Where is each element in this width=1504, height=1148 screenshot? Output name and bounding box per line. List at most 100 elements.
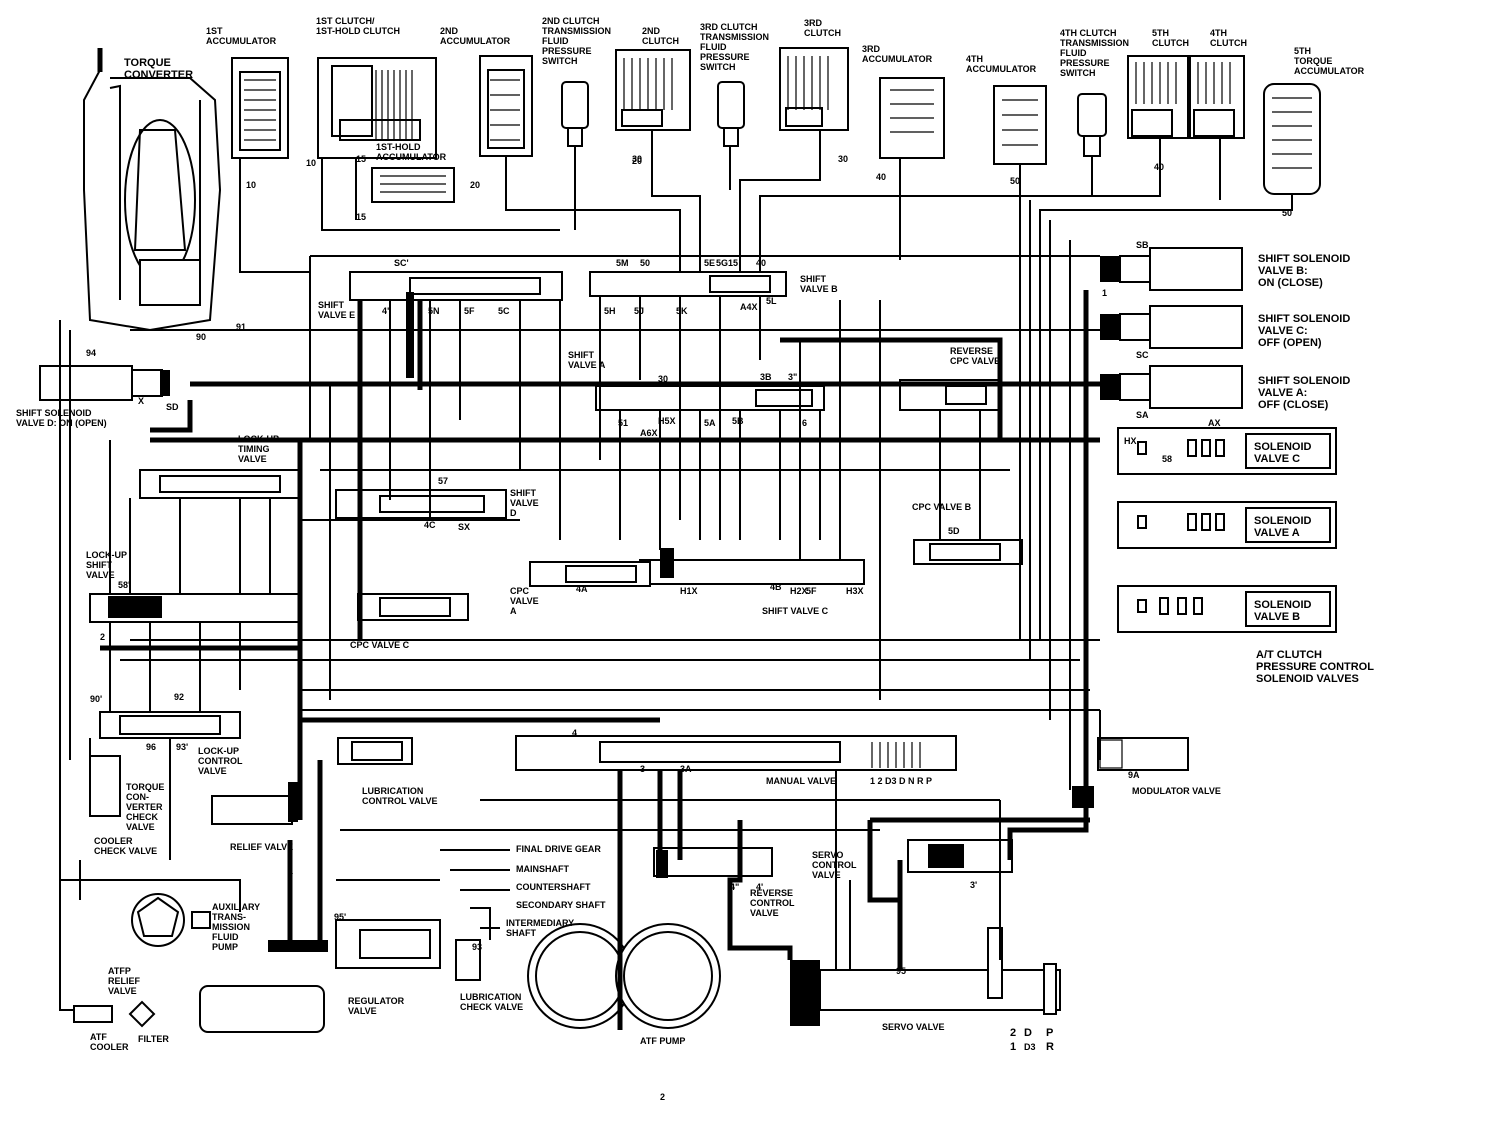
port-code: 40 [876, 172, 886, 182]
2nd-clutch [615, 49, 691, 131]
port-code: 5C [498, 306, 510, 316]
port-code: 92 [174, 692, 184, 702]
port-code: 57 [438, 476, 448, 486]
lock-up-shift-valve [89, 593, 301, 623]
1st-clutch [317, 57, 437, 159]
port-code: 58 [1162, 454, 1172, 464]
label-atf-pump: ATF PUMP [640, 1036, 685, 1046]
shift-valve-b [589, 271, 787, 297]
solenoid-valve-c-block [1117, 427, 1337, 475]
cpc-valve-b [913, 539, 1023, 565]
port-code: 50 [640, 258, 650, 268]
port-code: 93 [472, 942, 482, 952]
port-code: 1 [288, 866, 293, 876]
4th-clutch [1189, 55, 1245, 139]
port-code: 50 [1282, 208, 1292, 218]
port-code: 30 [632, 154, 642, 164]
torque-converter-check-valve [89, 755, 121, 817]
port-code: 4" [730, 882, 739, 892]
auxiliary-pump [131, 893, 211, 947]
shift-valve-c [639, 548, 865, 585]
solenoid-valve-b-block [1117, 585, 1337, 633]
shift-valve-a [595, 385, 825, 411]
port-code: 5H [604, 306, 616, 316]
port-code: 3 [640, 764, 645, 774]
port-code: 20 [632, 156, 642, 166]
port-code: 94 [86, 348, 96, 358]
label-manual-valve: MANUAL VALVE [766, 776, 836, 786]
label-1st-clutch: 1ST CLUTCH/1ST-HOLD CLUTCH [316, 16, 400, 36]
port-code: 5F [806, 586, 817, 596]
port-code: 4' [756, 882, 763, 892]
relief-valve [211, 782, 298, 825]
label-shift-valve-c: SHIFT VALVE C [762, 606, 829, 616]
port-code: 3A [680, 764, 692, 774]
port-code: 5J [634, 306, 644, 316]
label-servo-valve: SERVO VALVE [882, 1022, 945, 1032]
lock-up-control-valve [99, 711, 241, 739]
port-code: SD [166, 402, 179, 412]
label-final-drive: FINAL DRIVE GEAR [516, 844, 601, 854]
reverse-control-valve [653, 847, 773, 878]
port-code: SC [1136, 350, 1149, 360]
shift-valve-d [335, 489, 507, 519]
torque-converter [83, 48, 222, 332]
shift-position-2: 2 [1010, 1027, 1016, 1039]
label-relief: RELIEF VALVE [230, 842, 293, 852]
port-code: 5E [704, 258, 715, 268]
label-secondary-shaft: SECONDARY SHAFT [516, 900, 606, 910]
port-code: 9A [1128, 770, 1140, 780]
port-code: 10 [306, 158, 316, 168]
port-code: 58' [118, 580, 130, 590]
lubrication-control-valve [337, 737, 413, 765]
label-countershaft: COUNTERSHAFT [516, 882, 591, 892]
port-code: 20 [470, 180, 480, 190]
port-code: 5K [676, 306, 688, 316]
port-code: 3B [760, 372, 772, 382]
4th-pressure-switch [1077, 93, 1107, 157]
atf-cooler [73, 1005, 113, 1023]
cpc-valve-a [529, 561, 651, 587]
shift-solenoid-d [39, 365, 170, 401]
port-code: H1X [680, 586, 698, 596]
port-code: HX [1124, 436, 1137, 446]
port-code: 5F [464, 306, 475, 316]
shift-solenoid-a [1100, 365, 1243, 409]
label-modulator: MODULATOR VALVE [1132, 786, 1221, 796]
shift-valve-e [349, 271, 563, 378]
port-code: 5M [616, 258, 629, 268]
servo-valve [790, 927, 1061, 1026]
port-code: 95' [334, 912, 346, 922]
3rd-clutch [779, 47, 849, 131]
port-code: 3" [788, 372, 797, 382]
port-code: 15 [356, 154, 366, 164]
5th-accumulator [1263, 83, 1321, 195]
2nd-pressure-switch [561, 81, 589, 147]
2nd-accumulator [479, 55, 533, 157]
port-code: 30 [838, 154, 848, 164]
port-code: SB [1136, 240, 1149, 250]
port-code: 5A [704, 418, 716, 428]
